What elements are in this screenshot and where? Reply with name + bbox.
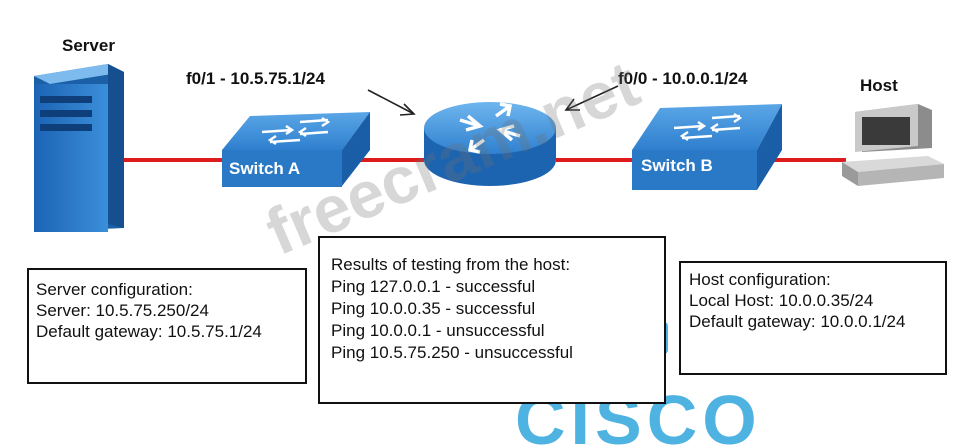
switch-b-label: Switch B bbox=[641, 156, 713, 175]
host-default-gateway: Default gateway: 10.0.0.1/24 bbox=[689, 312, 906, 331]
pointer-arrow-f00 bbox=[564, 85, 619, 111]
result-line: Ping 127.0.0.1 - successful bbox=[331, 277, 536, 296]
host-pc-icon bbox=[842, 104, 944, 186]
result-line: Ping 10.0.0.1 - unsuccessful bbox=[331, 321, 545, 340]
pointer-arrow-f01 bbox=[367, 89, 416, 116]
switch-b-icon bbox=[632, 104, 782, 190]
router-icon bbox=[424, 102, 556, 186]
host-label: Host bbox=[860, 76, 898, 95]
results-title: Results of testing from the host: bbox=[331, 255, 571, 274]
server-config-title: Server configuration: bbox=[36, 280, 193, 299]
host-config-title: Host configuration: bbox=[689, 270, 831, 289]
server-address: Server: 10.5.75.250/24 bbox=[36, 301, 209, 320]
switch-a-icon bbox=[222, 112, 370, 187]
host-address: Local Host: 10.0.0.35/24 bbox=[689, 291, 874, 310]
router-f00-label: f0/0 - 10.0.0.1/24 bbox=[618, 69, 748, 88]
test-results-box: Results of testing from the host: Ping 1… bbox=[318, 236, 666, 404]
result-line: Ping 10.0.0.35 - successful bbox=[331, 299, 536, 318]
server-config-box: Server configuration: Server: 10.5.75.25… bbox=[27, 268, 307, 384]
router-f01-label: f0/1 - 10.5.75.1/24 bbox=[186, 69, 325, 88]
server-label: Server bbox=[62, 36, 115, 55]
server-icon bbox=[34, 64, 124, 232]
switch-a-label: Switch A bbox=[229, 159, 300, 178]
server-default-gateway: Default gateway: 10.5.75.1/24 bbox=[36, 322, 262, 341]
result-line: Ping 10.5.75.250 - unsuccessful bbox=[331, 343, 573, 362]
host-config-box: Host configuration: Local Host: 10.0.0.3… bbox=[679, 261, 947, 375]
